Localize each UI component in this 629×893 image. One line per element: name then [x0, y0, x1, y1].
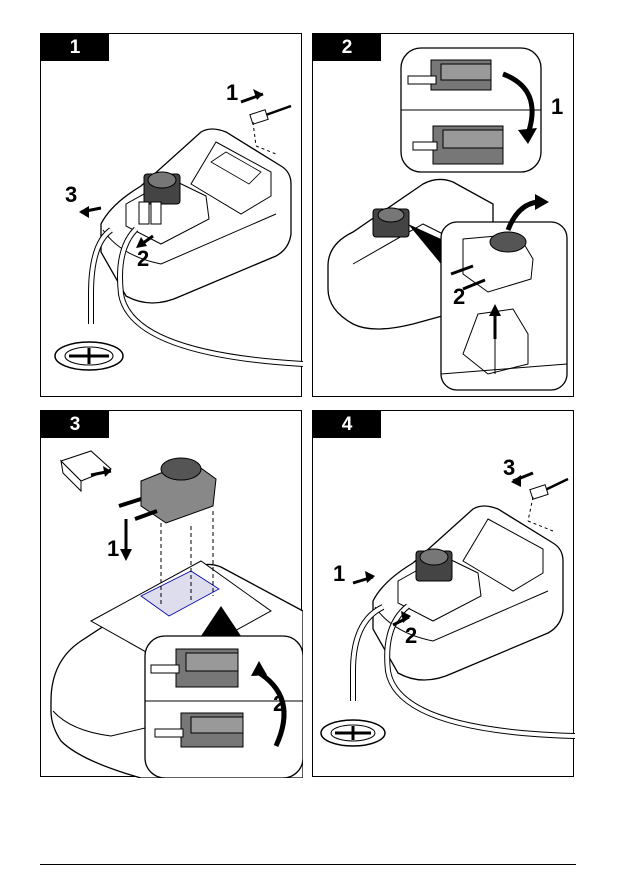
panel-3: 3 1 2	[40, 410, 302, 777]
panel-2: 2 1 2	[312, 33, 574, 397]
panel-2-callout-2: 2	[453, 284, 465, 309]
panel-1-illustration: 1 2 3	[41, 34, 303, 398]
panel-4-illustration: 1 2 3	[313, 411, 575, 778]
panel-2-illustration: 1 2	[313, 34, 575, 398]
panel-4: 4 1 2 3	[312, 410, 574, 777]
panel-1-callout-2: 2	[137, 246, 149, 271]
panel-3-callout-2: 2	[273, 691, 285, 716]
footer-rule	[40, 864, 576, 865]
panel-1: 1 1 2 3	[40, 33, 302, 397]
panel-4-callout-3: 3	[503, 455, 515, 480]
panel-1-callout-1: 1	[226, 80, 238, 105]
panel-3-illustration: 1 2	[41, 411, 303, 778]
panel-4-callout-1: 1	[333, 561, 345, 586]
panel-2-callout-1: 1	[551, 94, 563, 119]
panel-3-callout-1: 1	[107, 536, 119, 561]
panel-4-callout-2: 2	[405, 623, 417, 648]
panel-1-callout-3: 3	[65, 182, 77, 207]
